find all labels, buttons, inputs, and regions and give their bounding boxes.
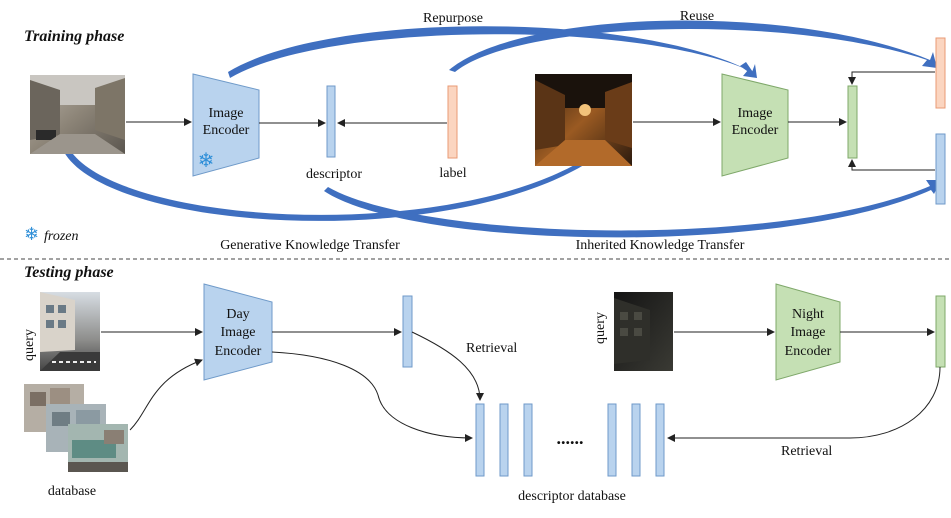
night-encoder-label-line-2: Image bbox=[791, 325, 826, 340]
student-descriptor-bar bbox=[847, 85, 858, 159]
legend-snowflake-icon: ❄ bbox=[24, 224, 39, 245]
day-query-image bbox=[40, 292, 100, 371]
database-label: database bbox=[48, 484, 96, 499]
day-encoder-label-line-3: Encoder bbox=[215, 344, 262, 359]
repurpose-label: Repurpose bbox=[423, 11, 483, 26]
ellipsis-dots: ...... bbox=[557, 428, 584, 448]
night-query-descriptor-bar bbox=[935, 295, 946, 368]
night-retrieval-label: Retrieval bbox=[781, 444, 832, 459]
day-retrieval-arrow bbox=[411, 331, 484, 401]
generative-transfer-label: Generative Knowledge Transfer bbox=[220, 238, 400, 253]
night-image-encoder bbox=[775, 283, 841, 381]
db-descriptor-bar bbox=[523, 403, 533, 477]
teacher-encoder-label-line-2: Encoder bbox=[203, 123, 250, 138]
inherited-transfer-label: Inherited Knowledge Transfer bbox=[576, 238, 745, 253]
student-image-encoder bbox=[721, 73, 789, 177]
training-day-image bbox=[30, 75, 125, 154]
night-encoder-label-line-1: Night bbox=[792, 307, 824, 322]
reuse-label: Reuse bbox=[680, 9, 714, 24]
transferred-descriptor-bar bbox=[935, 133, 946, 205]
frozen-label: frozen bbox=[44, 229, 78, 244]
day-image-encoder bbox=[203, 283, 273, 381]
snowflake-icon: ❄ bbox=[198, 148, 215, 172]
training-phase-title: Training phase bbox=[24, 28, 124, 45]
db-descriptor-bar bbox=[631, 403, 641, 477]
database-encoding-arrow bbox=[271, 351, 473, 442]
teacher-image-encoder bbox=[192, 73, 260, 177]
day-query-label: query bbox=[22, 329, 37, 361]
database-images bbox=[24, 384, 128, 472]
night-retrieval-arrow bbox=[667, 366, 941, 442]
generative-transfer-arrow bbox=[64, 148, 598, 221]
inherited-transfer-arrow bbox=[324, 180, 941, 238]
testing-phase-title: Testing phase bbox=[24, 264, 114, 281]
db-descriptor-bar bbox=[607, 403, 617, 477]
label-label: label bbox=[439, 166, 466, 181]
descriptor-database bbox=[475, 403, 665, 477]
reuse-arrow bbox=[449, 20, 937, 72]
repurpose-arrow bbox=[228, 26, 757, 78]
label-bar bbox=[447, 85, 458, 159]
night-encoder-label-line-3: Encoder bbox=[785, 344, 832, 359]
reused-label-bar bbox=[935, 37, 946, 109]
database-to-encoder-arrow bbox=[129, 358, 203, 431]
day-query-descriptor-bar bbox=[402, 295, 413, 368]
teacher-encoder-label-line-1: Image bbox=[209, 106, 244, 121]
day-retrieval-label: Retrieval bbox=[466, 341, 517, 356]
night-query-label: query bbox=[593, 312, 608, 344]
db-descriptor-bar bbox=[655, 403, 665, 477]
day-encoder-label-line-2: Image bbox=[221, 325, 256, 340]
descriptor-label: descriptor bbox=[306, 167, 362, 182]
db-descriptor-bar bbox=[475, 403, 485, 477]
descriptor-database-label: descriptor database bbox=[518, 489, 626, 504]
training-night-image bbox=[535, 74, 632, 166]
teacher-descriptor-bar bbox=[326, 85, 336, 158]
student-encoder-label-line-2: Encoder bbox=[732, 123, 779, 138]
db-descriptor-bar bbox=[499, 403, 509, 477]
student-encoder-label-line-1: Image bbox=[738, 106, 773, 121]
day-encoder-label-line-1: Day bbox=[226, 307, 249, 322]
night-query-image bbox=[614, 292, 673, 371]
